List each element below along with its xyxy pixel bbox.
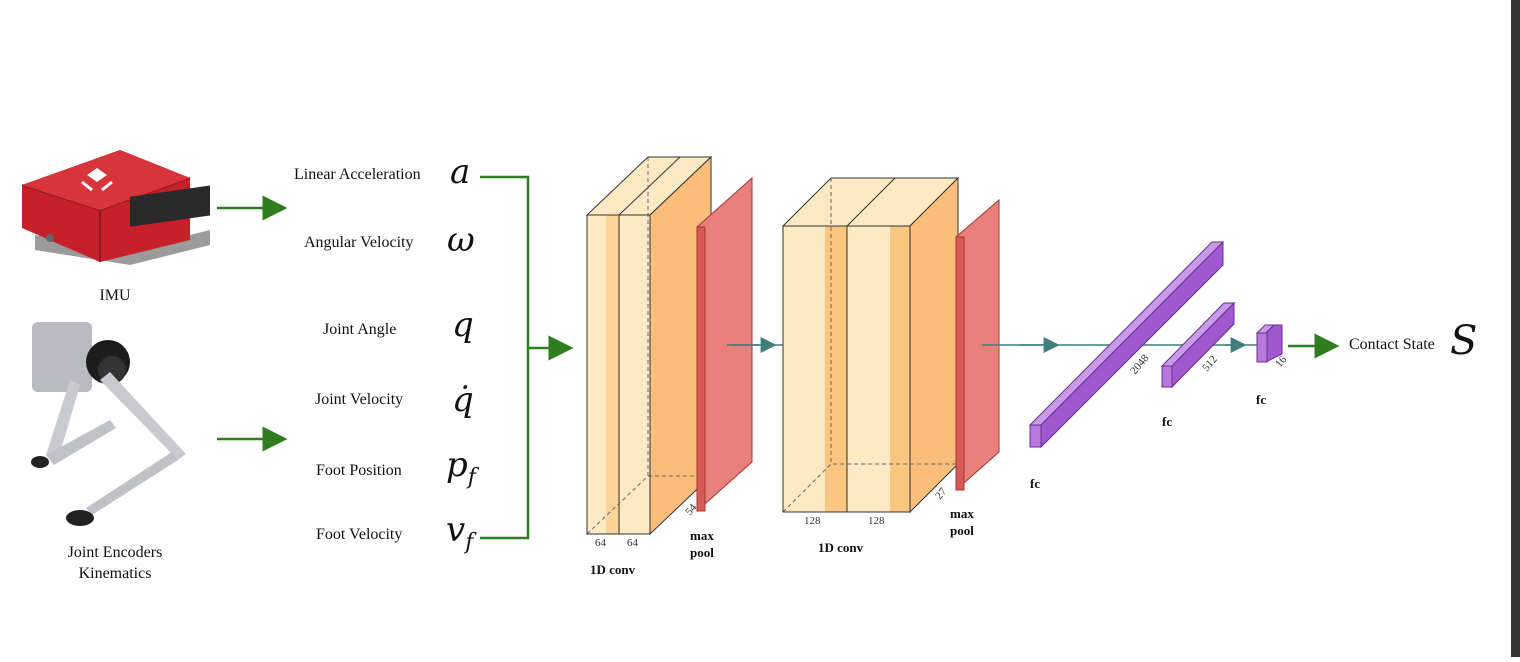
symbol-v-main: v [446,510,466,550]
encoder-label-line1: Joint Encoders [67,544,163,561]
input-label-joint-angle: Joint Angle [323,321,397,338]
robot-leg-icon [31,322,186,526]
conv1-block [585,155,713,536]
symbol-q: q [452,305,474,345]
conv2-label: 1D conv [818,540,864,555]
input-label-joint-velocity: Joint Velocity [315,391,404,408]
symbol-p-main: p [446,445,468,485]
conv2-dim-1: 128 [804,515,821,527]
fc1-label: fc [1030,476,1041,491]
input-label-linear-acceleration: Linear Acceleration [294,166,421,183]
output-symbol: S [1450,318,1478,364]
symbol-omega: ω [447,220,475,260]
fc3-label: fc [1256,392,1267,407]
right-edge-bar [1511,0,1520,657]
fc2-dim: 512 [1200,354,1220,374]
pool1-label-line2: pool [690,545,714,560]
conv2-block [781,176,960,514]
fc2-label: fc [1162,414,1173,429]
symbol-p-sub: f [467,464,476,490]
symbol-p: pf [446,445,476,490]
imu-label: IMU [99,287,131,304]
input-bracket [480,175,530,540]
input-label-angular-velocity: Angular Velocity [304,234,414,251]
input-label-foot-velocity: Foot Velocity [316,526,403,543]
fc2-block [1160,301,1236,389]
conv2-dim-2: 128 [868,515,885,527]
conv1-dim-1: 64 [595,537,606,549]
symbol-v-sub: f [465,529,474,555]
conv1-label: 1D conv [590,562,636,577]
symbol-v: vf [446,510,473,555]
fc1-block [1028,240,1225,449]
pool2-label-line2: pool [950,523,974,538]
input-label-foot-position: Foot Position [316,462,402,479]
pool2-block [955,198,1000,492]
pool2-dim: 27 [933,485,950,502]
imu-device-icon [21,150,210,265]
pool1-block [696,176,753,513]
output-label: Contact State [1349,336,1435,353]
pool1-label-line1: max [690,528,714,543]
encoder-label-line2: Kinematics [78,565,152,582]
fc3-block [1255,324,1283,363]
pool2-label-line1: max [950,506,974,521]
symbol-q-dot: q̇ [452,380,474,420]
conv1-dim-2: 64 [627,537,638,549]
symbol-a: a [450,152,471,192]
